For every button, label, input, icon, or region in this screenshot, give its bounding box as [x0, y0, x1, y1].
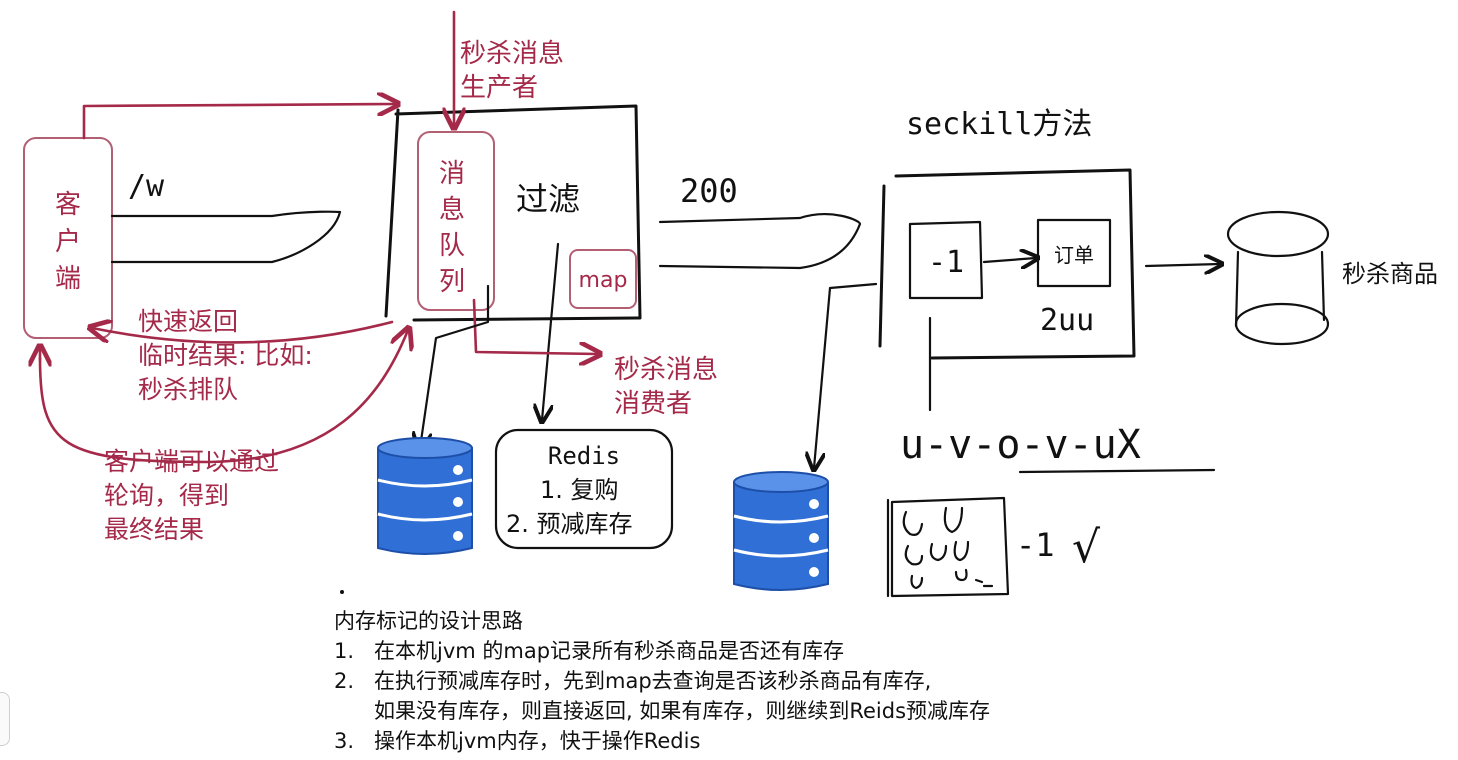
- svg-text:-1: -1: [928, 245, 964, 280]
- queue-node: 消 息 队 列: [417, 131, 495, 311]
- quick-return-line2: 临时结果: 比如:: [138, 341, 313, 370]
- redis-node: Redis 1. 复购 2. 预减库存: [494, 428, 674, 550]
- scrollbar-thumb[interactable]: [0, 692, 10, 746]
- incoming-label: /w: [128, 169, 165, 204]
- polling-line2: 轮询，得到: [104, 481, 229, 510]
- client-node: 客 户 端: [23, 137, 113, 339]
- filter-label: 过滤: [516, 180, 580, 218]
- polling-line3: 最终结果: [104, 515, 204, 544]
- svg-text:map: map: [579, 268, 628, 293]
- pass-through-funnel: [658, 213, 862, 270]
- redis-item2: 2. 预减库存: [506, 510, 633, 538]
- producer-line1: 秒杀消息: [460, 39, 564, 69]
- notes-item-2: 2. 在执行预减库存时，先到map去查询是否该秒杀商品有库存,: [334, 666, 1234, 696]
- consumer-arrow: [472, 298, 598, 354]
- notes-item-3-text: 操作本机jvm内存，快于操作Redis: [374, 729, 701, 753]
- redis-title: Redis: [548, 442, 620, 470]
- sequence-label: u-v-o-v-uX: [900, 422, 1141, 468]
- notes-item-3-num: 3.: [334, 729, 355, 753]
- client-char-3: 端: [55, 264, 81, 294]
- notes-item-2b-text: 如果没有库存，则直接返回, 如果有库存，则继续到Reids预减库存: [374, 699, 991, 723]
- queue-char-2: 息: [439, 195, 465, 225]
- seckill-box: [878, 168, 1136, 360]
- order-node: 订单: [1036, 218, 1112, 288]
- queue-char-1: 消: [439, 159, 465, 189]
- notes-item-1-num: 1.: [334, 639, 355, 663]
- sequence-underline: [1018, 468, 1216, 474]
- client-char-1: 客: [55, 190, 81, 220]
- consumer-line1: 秒杀消息: [614, 355, 718, 385]
- queue-char-4: 列: [439, 267, 465, 297]
- seckill-title: seckill方法: [906, 107, 1092, 142]
- client-request-arrow: [82, 104, 396, 140]
- notes-dot: [340, 590, 344, 594]
- seckill-to-db-arrow: [814, 282, 878, 468]
- memory-marks-node: [886, 496, 1010, 598]
- decrement-to-order-arrow: [982, 258, 1036, 262]
- quick-return-line1: 快速返回: [138, 307, 238, 336]
- lower-check: √: [1072, 522, 1101, 573]
- svg-text:订单: 订单: [1054, 243, 1094, 267]
- goods-node: 秒杀商品: [1226, 210, 1438, 346]
- notes-item-3: 3. 操作本机jvm内存，快于操作Redis: [334, 726, 1234, 756]
- goods-label: 秒杀商品: [1342, 260, 1438, 288]
- polling-arrow: [38, 330, 408, 464]
- filter-box: [384, 104, 642, 322]
- quick-return-line3: 秒杀排队: [138, 375, 238, 404]
- database-icon-2: [733, 471, 829, 591]
- consumer-line2: 消费者: [614, 389, 692, 419]
- decrement-node: -1: [908, 220, 984, 300]
- quick-return-arrow: [92, 322, 394, 344]
- polling-line1: 客户端可以通过: [104, 447, 279, 476]
- order-to-goods-arrow: [1144, 264, 1220, 266]
- redis-item1: 1. 复购: [540, 476, 619, 504]
- queue-char-3: 队: [439, 231, 465, 261]
- notes-title: 内存标记的设计思路: [334, 609, 523, 633]
- notes-item-2-text: 在执行预减库存时，先到map去查询是否该秒杀商品有库存,: [374, 669, 932, 693]
- pass-through-label: 200: [680, 172, 738, 210]
- lower-marks: -1: [1016, 526, 1055, 564]
- notes-item-1: 1. 在本机jvm 的map记录所有秒杀商品是否还有库存: [334, 636, 1234, 666]
- notes-item-2-num: 2.: [334, 669, 355, 693]
- incoming-funnel: [110, 210, 342, 264]
- design-notes: 内存标记的设计思路 1. 在本机jvm 的map记录所有秒杀商品是否还有库存 2.…: [334, 606, 1234, 756]
- notes-item-2-continued: 如果没有库存，则直接返回, 如果有库存，则继续到Reids预减库存: [334, 696, 1234, 726]
- order-count: 2uu: [1040, 303, 1094, 338]
- notes-item-1-text: 在本机jvm 的map记录所有秒杀商品是否还有库存: [374, 639, 845, 663]
- map-tag: map: [569, 249, 637, 309]
- database-icon: [377, 437, 473, 555]
- producer-line2: 生产者: [460, 73, 538, 103]
- filter-to-redis-arrow: [542, 242, 560, 420]
- client-char-2: 户: [55, 227, 81, 257]
- queue-to-db-arrow: [420, 284, 490, 448]
